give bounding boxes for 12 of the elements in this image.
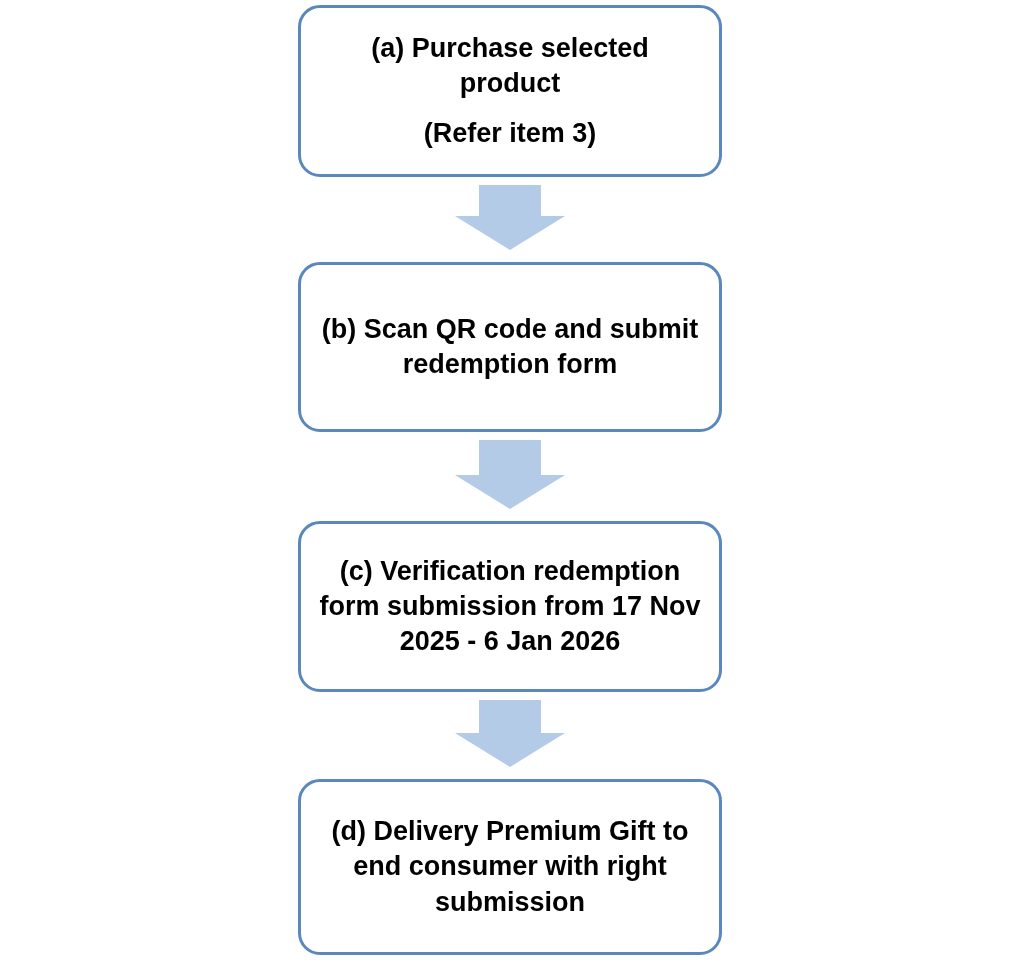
process-box [298,5,722,177]
process-box [298,521,722,692]
step-text: (a) Purchase selected product [370,32,650,101]
process-box [298,779,722,955]
block-arrow [455,440,565,509]
step-text: (b) Scan QR code and submit redemption form [320,312,700,381]
process-box [298,262,722,432]
block-arrow [455,700,565,767]
step-text: (Refer item 3) [423,116,597,150]
block-arrow [455,185,565,250]
step-text: (d) Delivery Premium Gift to end consumer with right submission [330,815,690,919]
step-text: (c) Verification redemption form submission from 17 Nov 2025 - 6 Jan 2026 [319,554,701,659]
